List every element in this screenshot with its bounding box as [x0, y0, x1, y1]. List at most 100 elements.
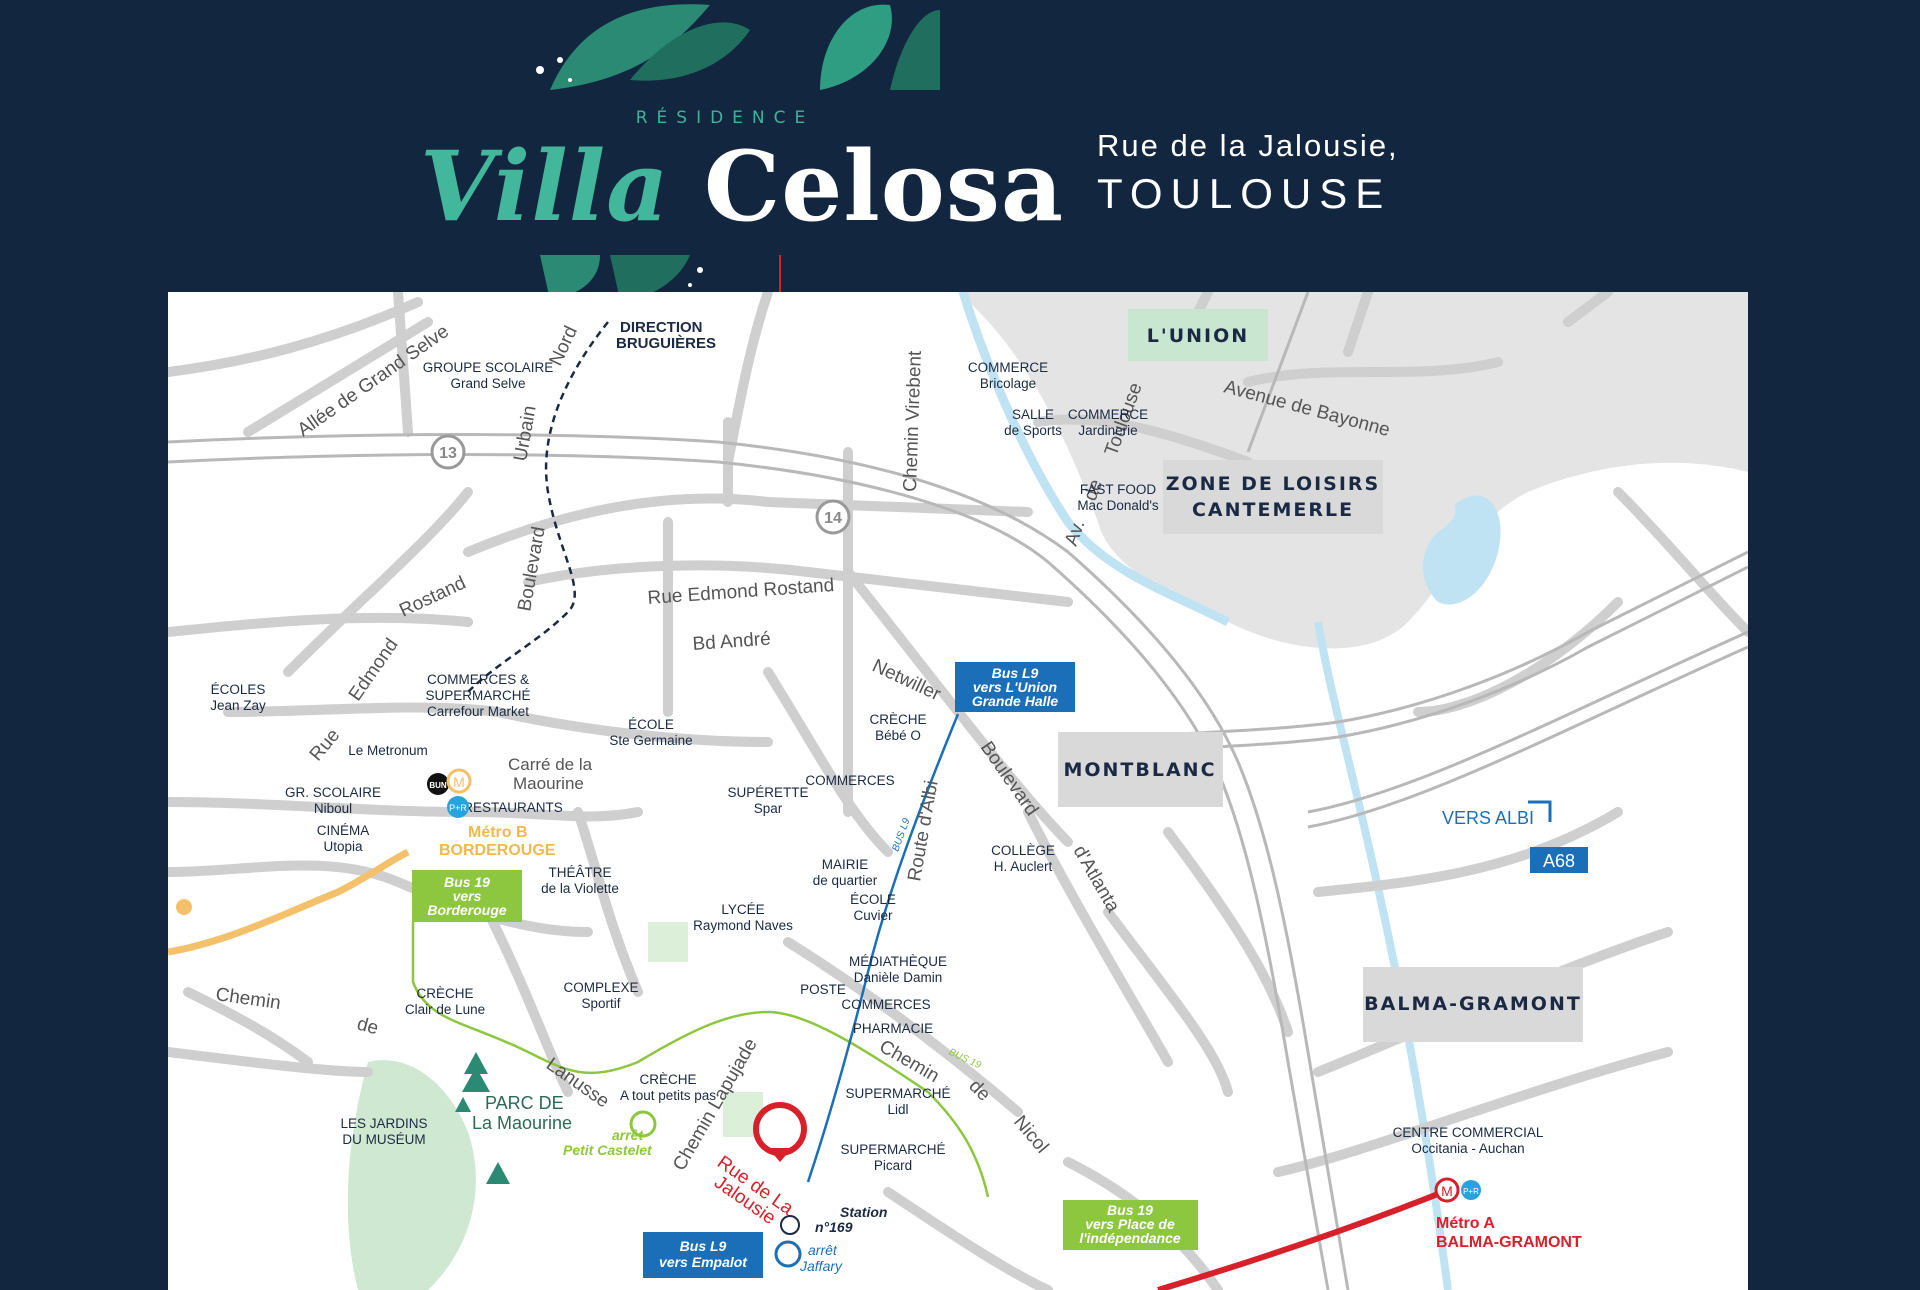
lake: [1423, 495, 1501, 605]
road-boulevard-right: Boulevard: [976, 738, 1042, 820]
leaf-decoration-icon: [536, 4, 940, 90]
poi-label: SUPERMARCHÉ: [425, 688, 530, 703]
tree-icons: [455, 1052, 510, 1184]
poi-label: Grand Selve: [450, 376, 525, 391]
road-rue-left: Rue: [306, 725, 344, 765]
poi-label: LYCÉE: [721, 902, 764, 917]
bus-l9-union-1: Bus L9: [992, 665, 1039, 681]
river-hers: [958, 292, 1231, 627]
leaf-decoration-bottom-icon: [540, 255, 703, 300]
metro-b-station-icon: [176, 899, 192, 915]
exit-13-label: 13: [439, 445, 457, 462]
canal: [1314, 621, 1452, 1290]
poi-label: de quartier: [813, 873, 878, 888]
arret-j-2: Jaffary: [799, 1258, 843, 1274]
address-city: TOULOUSE: [1097, 170, 1392, 217]
bus-19-borderouge-3: Borderouge: [427, 902, 507, 918]
poi-label: SUPÉRETTE: [727, 785, 808, 800]
brand-title-celosa: Celosa: [703, 130, 1065, 243]
metro-a-line: [1157, 1187, 1450, 1290]
poi-label: Picard: [874, 1158, 912, 1173]
poi-label: MAIRIE: [822, 857, 869, 872]
spar-green: [648, 922, 688, 962]
bus-19-borderouge-box: [412, 870, 522, 922]
zone-balma: [1363, 967, 1583, 1042]
poi-label: Jean Zay: [210, 698, 266, 713]
poi-label: COMMERCES: [841, 997, 930, 1012]
road-chemin-virebent: Chemin Virebent: [900, 350, 926, 493]
road-bd-andre: Bd André: [692, 629, 771, 655]
metro-b-label-2: BORDEROUGE: [439, 842, 556, 859]
poi-label: FAST FOOD: [1080, 482, 1157, 497]
place-carre-2: Maourine: [513, 774, 584, 793]
poi-label: THÉÂTRE: [548, 865, 611, 880]
poi-label: SUPERMARCHÉ: [845, 1086, 950, 1101]
zone-loisirs: [1163, 460, 1383, 534]
metro-a-icon: [1434, 1177, 1460, 1203]
poi-label: Utopia: [323, 839, 363, 854]
address: Rue de la Jalousie, TOULOUSE: [1097, 128, 1399, 218]
zone-montblanc: [1058, 732, 1223, 807]
poi-label: Raymond Naves: [693, 918, 793, 933]
poi-label: Sportif: [581, 996, 620, 1011]
poi-label: CRÈCHE: [416, 986, 473, 1001]
zone-loisirs-label-1: ZONE DE LOISIRS: [1166, 473, 1381, 495]
metro-b-line: [168, 848, 410, 956]
bus-19-independance-2: vers Place de: [1085, 1216, 1175, 1232]
poi-label: de la Violette: [541, 881, 619, 896]
poi-label: COMMERCES: [805, 773, 894, 788]
map-canvas: 13 14 L'UNION ZONE DE LOISIRS CANTEMERLE…: [168, 292, 1748, 1290]
poi-label: PHARMACIE: [853, 1021, 933, 1036]
road-rostand-left: Rostand: [396, 573, 469, 622]
poi-label: Carrefour Market: [427, 704, 529, 719]
bus-stop-jaffary-icon: [774, 1240, 802, 1268]
zone-lunion-label: L'UNION: [1147, 325, 1249, 347]
route-bruguieres: [467, 321, 609, 693]
poi-label: Occitania - Auchan: [1411, 1141, 1524, 1156]
bus-19-line: [411, 922, 990, 1198]
address-street: Rue de la Jalousie,: [1097, 128, 1399, 163]
poi-label: Lidl: [887, 1102, 908, 1117]
poi-label: de Sports: [1004, 423, 1062, 438]
vers-albi-arrow-icon: [1528, 800, 1552, 822]
poi-label: H. Auclert: [994, 859, 1053, 874]
poi-label: LES JARDINS: [340, 1116, 427, 1131]
direction-label-2: BRUGUIÈRES: [616, 335, 716, 352]
pr-b-label: P+R: [449, 803, 467, 813]
bus-l9-empalot-box: [643, 1232, 763, 1278]
poi-label: CRÈCHE: [639, 1072, 696, 1087]
arret-pc-1: arrêt: [612, 1127, 644, 1143]
bike-station-icon: [780, 1215, 800, 1235]
park-area: [347, 1060, 476, 1290]
bus-19-independance-3: l'indépendance: [1079, 1230, 1181, 1246]
station-2: n°169: [815, 1219, 853, 1235]
a68-badge: [1530, 847, 1588, 873]
bus-stop-petit-castelet-icon: [629, 1110, 657, 1138]
bus-19-independance-1: Bus 19: [1107, 1202, 1153, 1218]
bus-19-borderouge-2: vers: [453, 888, 482, 904]
road-nicol: Nicol: [1009, 1112, 1052, 1158]
poi-label: Danièle Damin: [854, 970, 943, 985]
road-route-albi: Route d'Albi: [904, 779, 942, 883]
bus-19-independance-box: [1063, 1200, 1198, 1250]
zone-lunion: [1128, 309, 1268, 361]
poi-label: CRÈCHE: [869, 712, 926, 727]
bus-l9-empalot-1: Bus L9: [680, 1238, 727, 1254]
residence-label: RÉSIDENCE: [635, 108, 815, 128]
bun-icon: [427, 773, 449, 795]
metro-a-label-1: Métro A: [1436, 1215, 1495, 1232]
place-parc-1: PARC DE: [485, 1093, 564, 1113]
road-de-nicol: de: [964, 1076, 994, 1106]
bus-19-borderouge-1: Bus 19: [444, 874, 490, 890]
poi-label: CINÉMA: [317, 823, 370, 838]
bus-l9-union-box: [955, 662, 1075, 712]
metro-a-label-2: BALMA-GRAMONT: [1436, 1234, 1582, 1251]
major-roads: [168, 292, 1748, 1290]
poi-label: Niboul: [314, 801, 352, 816]
poi-label: COMMERCES &: [427, 672, 529, 687]
brand-title: Villa Celosa: [420, 130, 1064, 243]
residence-location-pin-icon: [753, 1102, 807, 1162]
header: RÉSIDENCE Villa Celosa Rue de la Jalousi…: [0, 0, 1920, 300]
zone-balma-label: BALMA-GRAMONT: [1364, 993, 1582, 1015]
bus-l9-line: [806, 713, 960, 1183]
